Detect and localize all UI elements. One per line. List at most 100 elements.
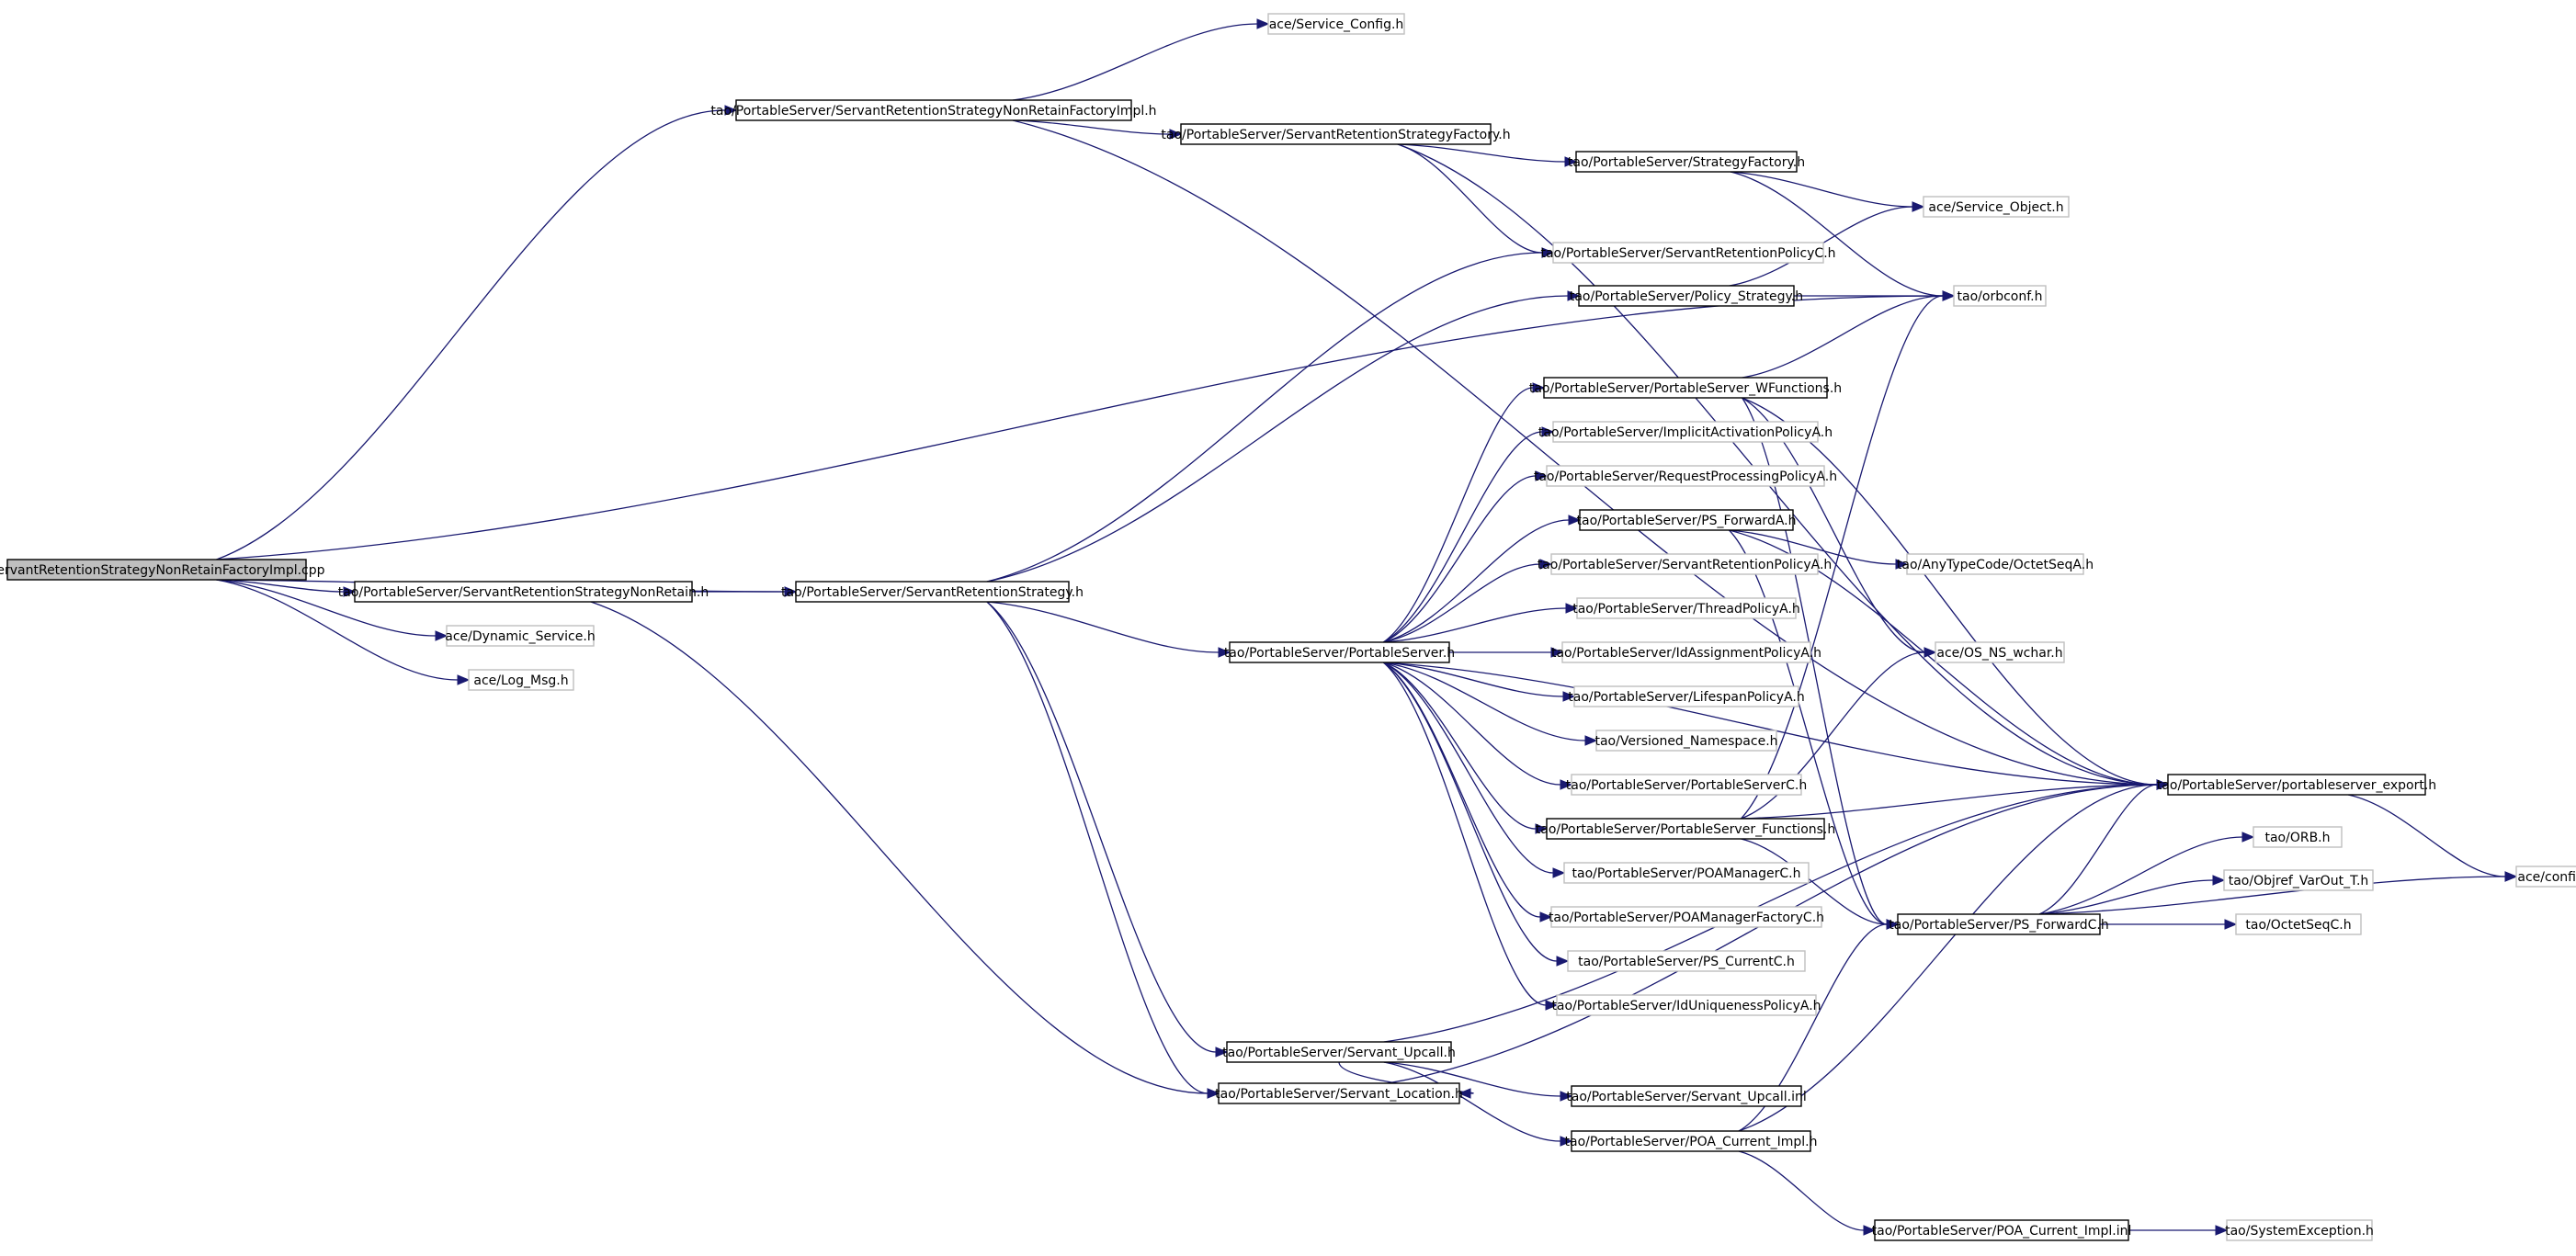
node-label: tao/PortableServer/ServantRetentionStrat… (338, 585, 709, 600)
edge-nr-to-srs (692, 586, 798, 597)
node-ps-c: tao/PortableServer/PortableServerC.h (1566, 774, 1807, 796)
node-ps-wfunctions[interactable]: tao/PortableServer/PortableServer_WFunct… (1529, 377, 1842, 399)
arrowhead (457, 674, 471, 685)
edge-portableserver-to-ps-c (1383, 662, 1573, 790)
node-box (1226, 1041, 1452, 1063)
node-servant-upcall[interactable]: tao/PortableServer/Servant_Upcall.h (1222, 1041, 1456, 1063)
edge-policy-strategy-to-svc-object (1729, 201, 1925, 287)
edge-line (1742, 397, 1888, 925)
edge-line (1382, 662, 1547, 1006)
node-box (468, 669, 574, 691)
node-box (1267, 13, 1405, 35)
node-box (795, 581, 1070, 603)
node-nr-factory-impl[interactable]: tao/PortableServer/ServantRetentionStrat… (710, 99, 1157, 121)
edge-portableserver-to-poamgr-c (1383, 662, 1566, 878)
edge-line (1383, 563, 1541, 643)
edge-line (1012, 119, 2158, 786)
node-dyn-svc: ace/Dynamic_Service.h (445, 625, 596, 647)
arrowhead (1215, 1047, 1229, 1058)
node-octetseq-a: tao/AnyTypeCode/OctetSeqA.h (1897, 553, 2094, 575)
edge-line (1382, 662, 1558, 962)
node-servant-location[interactable]: tao/PortableServer/Servant_Location.h (1215, 1082, 1463, 1104)
node-srs[interactable]: tao/PortableServer/ServantRetentionStrat… (781, 581, 1084, 603)
node-box (1571, 1130, 1811, 1152)
arrowhead (1539, 559, 1553, 570)
edge-portableserver-to-rpp-a (1383, 470, 1549, 643)
node-label: tao/PortableServer/PortableServer_WFunct… (1529, 381, 1842, 396)
node-svc-config: ace/Service_Config.h (1267, 13, 1405, 35)
node-versioned-ns: tao/Versioned_Namespace.h (1594, 730, 1778, 752)
edge-line (2038, 879, 2214, 915)
node-box (1923, 196, 2070, 218)
node-portableserver[interactable]: tao/PortableServer/PortableServer.h (1224, 641, 1455, 663)
arrowhead (1895, 559, 1909, 570)
node-root[interactable]: ServantRetentionStrategyNonRetainFactory… (0, 559, 325, 581)
node-objref-varout: tao/Objref_VarOut_T.h (2223, 869, 2374, 891)
arrowhead (343, 586, 357, 597)
edge-line (1740, 295, 1944, 820)
node-box (354, 581, 693, 603)
arrowhead (1552, 867, 1566, 878)
edge-line (1383, 662, 2158, 786)
node-log-msg: ace/Log_Msg.h (468, 669, 574, 691)
edge-line (1397, 143, 1543, 254)
edge-line (986, 295, 1569, 583)
node-ps-forward-c[interactable]: tao/PortableServer/PS_ForwardC.h (1889, 913, 2109, 935)
arrowhead (1458, 1088, 1471, 1099)
node-servant-upcall-inl[interactable]: tao/PortableServer/Servant_Upcall.inl (1566, 1085, 1807, 1107)
edge-poa-current-impl-inl-to-sys-exception (2128, 1225, 2229, 1236)
arrowhead (784, 586, 798, 597)
edge-line (1729, 206, 1913, 287)
node-box (1953, 285, 2047, 307)
node-box (1543, 377, 1828, 399)
edge-line (1741, 784, 2158, 820)
edge-ps-forward-c-to-config-all (2038, 871, 2518, 915)
edge-portableserver-to-thread-a (1383, 603, 1579, 643)
arrowhead (1256, 18, 1270, 29)
node-label: tao/PortableServer/IdAssignmentPolicyA.h (1551, 646, 1821, 661)
edge-portableserver-to-versioned-ns (1383, 662, 1598, 746)
edge-line (1012, 119, 1171, 135)
node-iap-a: tao/PortableServer/ImplicitActivationPol… (1538, 421, 1833, 443)
node-box (1571, 774, 1802, 796)
node-label: tao/Versioned_Namespace.h (1594, 734, 1777, 749)
edge-line (216, 579, 459, 681)
edge-nr-factory-impl-to-srs-factory (1012, 119, 1183, 140)
node-poa-current-impl[interactable]: tao/PortableServer/POA_Current_Impl.h (1565, 1130, 1818, 1152)
node-label: tao/PortableServer/PS_CurrentC.h (1578, 955, 1795, 969)
node-box (1218, 1082, 1460, 1104)
arrowhead (1207, 1088, 1220, 1099)
node-box (1546, 465, 1825, 487)
arrowhead (1532, 382, 1546, 393)
node-label: tao/PortableServer/portableserver_export… (2157, 778, 2436, 793)
edge-line (1382, 387, 1534, 643)
node-octetseq-c: tao/OctetSeqC.h (2235, 913, 2362, 935)
node-box (2253, 826, 2343, 848)
node-box (2223, 869, 2374, 891)
node-label: tao/PortableServer/ServantRetentionStrat… (710, 104, 1156, 119)
node-srs-factory[interactable]: tao/PortableServer/ServantRetentionStrat… (1161, 123, 1511, 145)
node-label: ace/config-all.h (2517, 870, 2576, 885)
node-label: tao/PortableServer/POAManagerC.h (1572, 866, 1801, 881)
arrowhead (1560, 779, 1573, 790)
node-sys-exception: tao/SystemException.h (2225, 1219, 2374, 1241)
node-box (1935, 641, 2065, 663)
node-ps-forward-a[interactable]: tao/PortableServer/PS_ForwardA.h (1577, 509, 1797, 531)
edge-line (986, 601, 1209, 1094)
edge-ps-functions-to-os-ns-wchar (1741, 647, 1937, 820)
node-ps-functions[interactable]: tao/PortableServer/PortableServer_Functi… (1536, 818, 1836, 840)
edge-portableserver-to-poamgr-factory-c (1382, 662, 1553, 922)
edge-line (2038, 784, 2158, 915)
node-policy-strategy[interactable]: tao/PortableServer/Policy_Strategy.h (1570, 285, 1803, 307)
node-ps-export[interactable]: tao/PortableServer/portableserver_export… (2157, 774, 2436, 796)
node-poa-current-impl-inl[interactable]: tao/PortableServer/POA_Current_Impl.inl (1872, 1219, 2132, 1241)
arrowhead (1556, 956, 1570, 967)
node-strategy-factory[interactable]: tao/PortableServer/StrategyFactory.h (1568, 151, 1805, 173)
node-box (1550, 906, 1822, 928)
node-label: tao/PortableServer/PS_ForwardC.h (1889, 918, 2108, 933)
edge-line (986, 252, 1543, 583)
node-nr[interactable]: tao/PortableServer/ServantRetentionStrat… (338, 581, 709, 603)
arrowhead (1169, 129, 1183, 140)
node-box (1546, 818, 1825, 840)
